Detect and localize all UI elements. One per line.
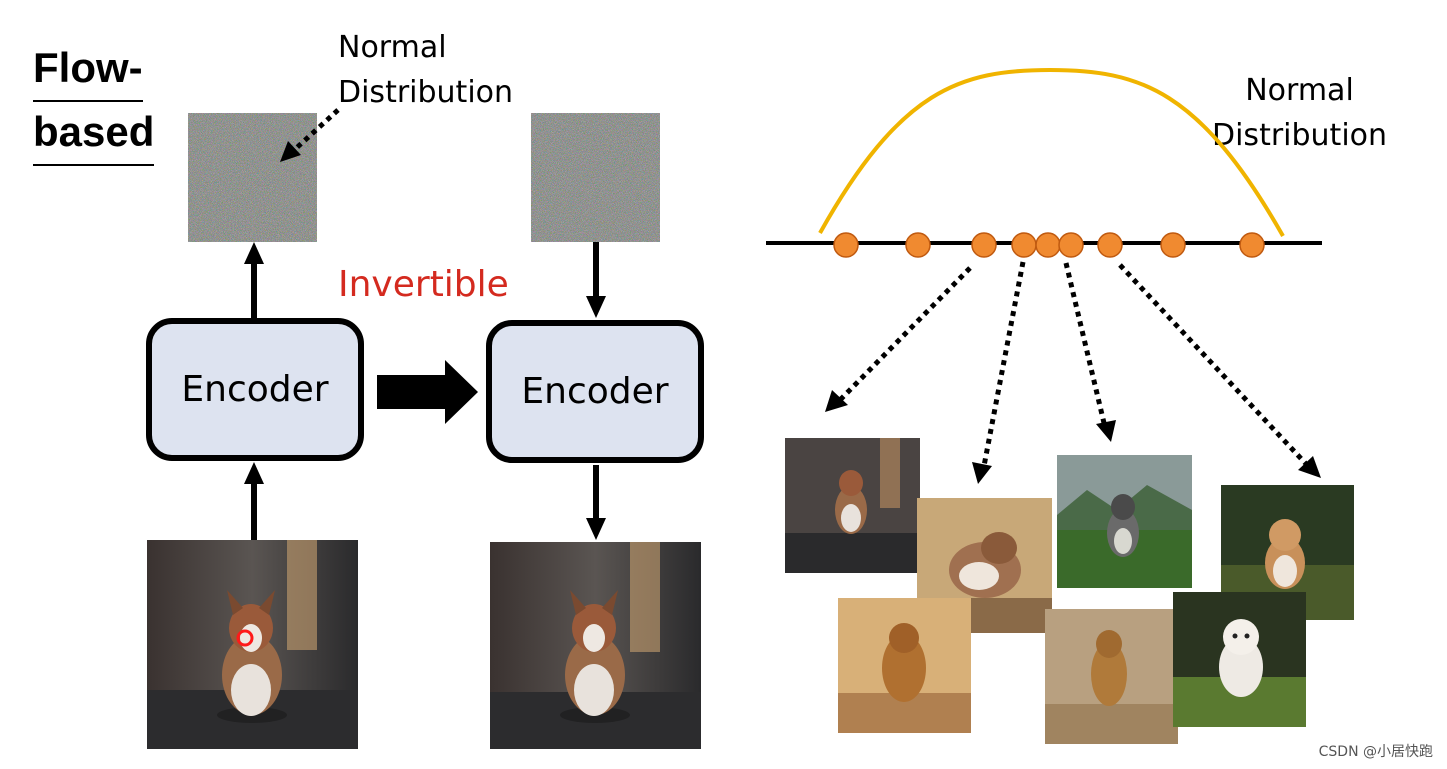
sample-point	[833, 232, 859, 258]
noise-pattern-left	[188, 113, 317, 242]
encoder-right: Encoder	[486, 320, 704, 463]
sample-dog-photo-3	[1057, 455, 1192, 588]
sample-point	[905, 232, 931, 258]
sample-point	[1011, 232, 1037, 258]
dog-photo-output	[490, 542, 701, 749]
left-normal-distribution-label: Normal Distribution	[338, 25, 513, 115]
sample-dog-photo-1	[785, 438, 920, 573]
left-nd-line-2: Distribution	[338, 75, 514, 110]
sample-point	[971, 232, 997, 258]
right-nd-line-1: Normal	[1245, 73, 1354, 108]
diagram-title: Flow- based	[33, 38, 155, 166]
noise-pattern-right	[531, 113, 660, 242]
dog-illustration-output	[490, 542, 701, 749]
sample-dog-illustration-6	[1045, 609, 1178, 744]
title-line-1: Flow-	[33, 38, 143, 102]
dog-photo-input	[147, 540, 358, 749]
sample-dog-illustration-3	[1057, 455, 1192, 588]
noise-image-right	[531, 113, 660, 242]
sample-points	[833, 232, 1265, 258]
dotted-arrow-sample-2	[972, 261, 1026, 484]
sample-dog-illustration-5	[838, 598, 971, 733]
watermark: CSDN @小居快跑	[1318, 744, 1433, 760]
sample-point	[1058, 232, 1084, 258]
sample-point	[1097, 232, 1123, 258]
right-normal-distribution-label: Normal Distribution	[1212, 68, 1387, 158]
sample-dog-photo-5	[838, 598, 971, 733]
dotted-arrow-sample-1	[825, 266, 972, 412]
encoder-left: Encoder	[146, 318, 364, 461]
title-line-2: based	[33, 102, 155, 166]
sample-point	[1035, 232, 1061, 258]
dotted-arrow-sample-3	[1063, 262, 1116, 442]
sample-point	[1239, 232, 1265, 258]
arrow-photo-to-encoder-left	[244, 462, 264, 540]
sample-dog-illustration-7	[1173, 592, 1306, 727]
arrow-encoder-right-to-photo	[586, 465, 606, 540]
dotted-arrow-sample-4	[1118, 263, 1321, 478]
arrow-noise-to-encoder-right	[586, 242, 606, 318]
invertible-label: Invertible	[338, 264, 509, 305]
right-nd-line-2: Distribution	[1212, 118, 1388, 153]
normal-distribution-curve	[818, 67, 1285, 237]
noise-image-left	[188, 113, 317, 242]
sample-dog-photo-6	[1045, 609, 1178, 744]
sample-dog-illustration-1	[785, 438, 920, 573]
dotted-arrow-distribution-to-noise	[280, 108, 340, 162]
left-nd-line-1: Normal	[338, 30, 447, 65]
sample-point	[1160, 232, 1186, 258]
invertible-block-arrow	[377, 360, 478, 424]
arrow-encoder-left-to-noise	[244, 242, 264, 318]
sample-dog-photo-7	[1173, 592, 1306, 727]
dog-illustration-input	[147, 540, 358, 749]
